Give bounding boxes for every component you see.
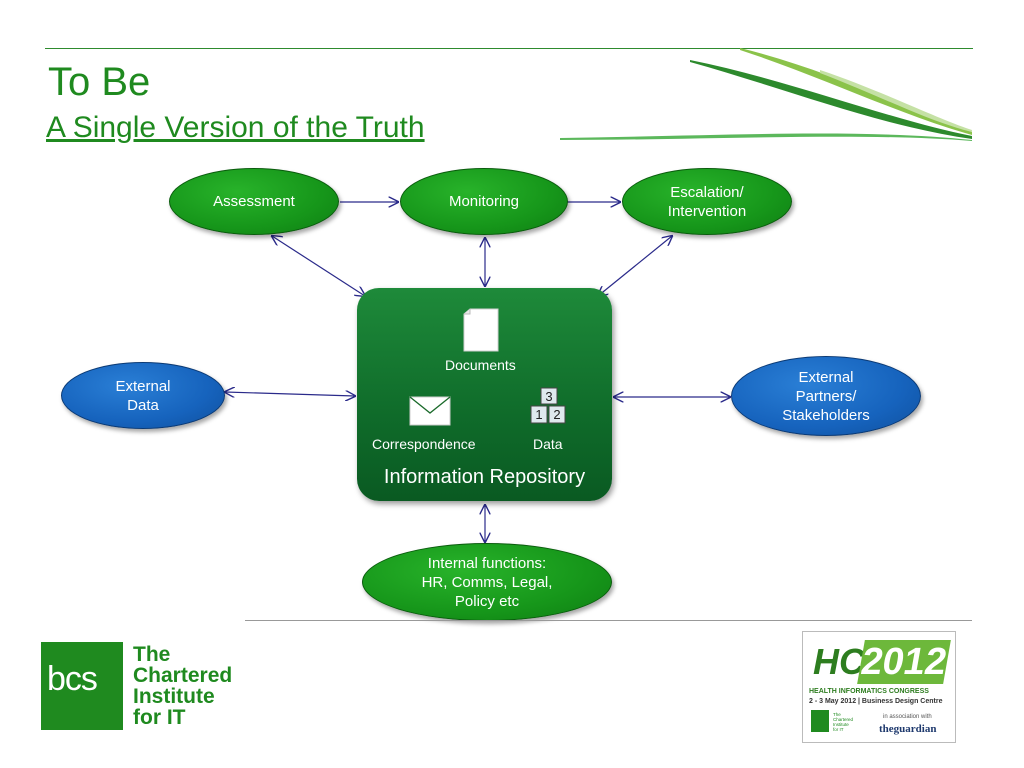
node-escalation: Escalation/ Intervention xyxy=(622,168,792,235)
health-informatics-congress-logo: HC 2012 HEALTH INFORMATICS CONGRESS 2 - … xyxy=(802,631,956,743)
arrow-external-data-repository xyxy=(225,392,355,396)
bcs-logo-text: bcs xyxy=(47,660,98,698)
hc-year: 2012 xyxy=(857,640,951,684)
data-label: Data xyxy=(533,436,563,452)
document-icon xyxy=(463,308,499,352)
hc-bcs-name: The Chartered Institute for IT xyxy=(833,712,854,732)
footer-rule xyxy=(245,620,972,621)
information-repository: Documents Correspondence 3 1 2 Data Info… xyxy=(357,288,612,501)
slide-title: To Be xyxy=(48,60,151,104)
bcs-institute-name: The Chartered Institute for IT xyxy=(133,643,233,729)
arrow-escalation-repository xyxy=(598,236,672,296)
hc-dates: 2 - 3 May 2012 | Business Design Centre xyxy=(809,698,943,705)
repository-title: Information Repository xyxy=(383,466,586,488)
arrow-assessment-repository xyxy=(272,236,365,296)
block-3-label: 3 xyxy=(545,389,552,404)
swoosh-decoration xyxy=(560,48,972,141)
guardian-logo: theguardian xyxy=(879,723,937,735)
hc-bcs-logo xyxy=(811,710,829,732)
title-rule xyxy=(45,48,973,49)
correspondence-label: Correspondence xyxy=(372,436,476,452)
node-internal-functions: Internal functions: HR, Comms, Legal, Po… xyxy=(362,543,612,621)
block-2-label: 2 xyxy=(553,407,560,422)
bcs-logo: bcs xyxy=(41,642,123,730)
node-external-partners: External Partners/ Stakeholders xyxy=(731,356,921,436)
slide-subtitle: A Single Version of the Truth xyxy=(46,111,425,144)
node-external-data: External Data xyxy=(61,362,225,429)
block-1-label: 1 xyxy=(535,407,542,422)
node-assessment: Assessment xyxy=(169,168,339,235)
hc-association: in association with xyxy=(883,714,932,720)
data-blocks-icon: 3 1 2 xyxy=(530,387,566,424)
node-monitoring: Monitoring xyxy=(400,168,568,235)
hc-mark: HC xyxy=(813,641,865,682)
hc-congress-name: HEALTH INFORMATICS CONGRESS xyxy=(809,688,929,695)
envelope-icon xyxy=(409,396,451,426)
documents-label: Documents xyxy=(445,357,516,373)
